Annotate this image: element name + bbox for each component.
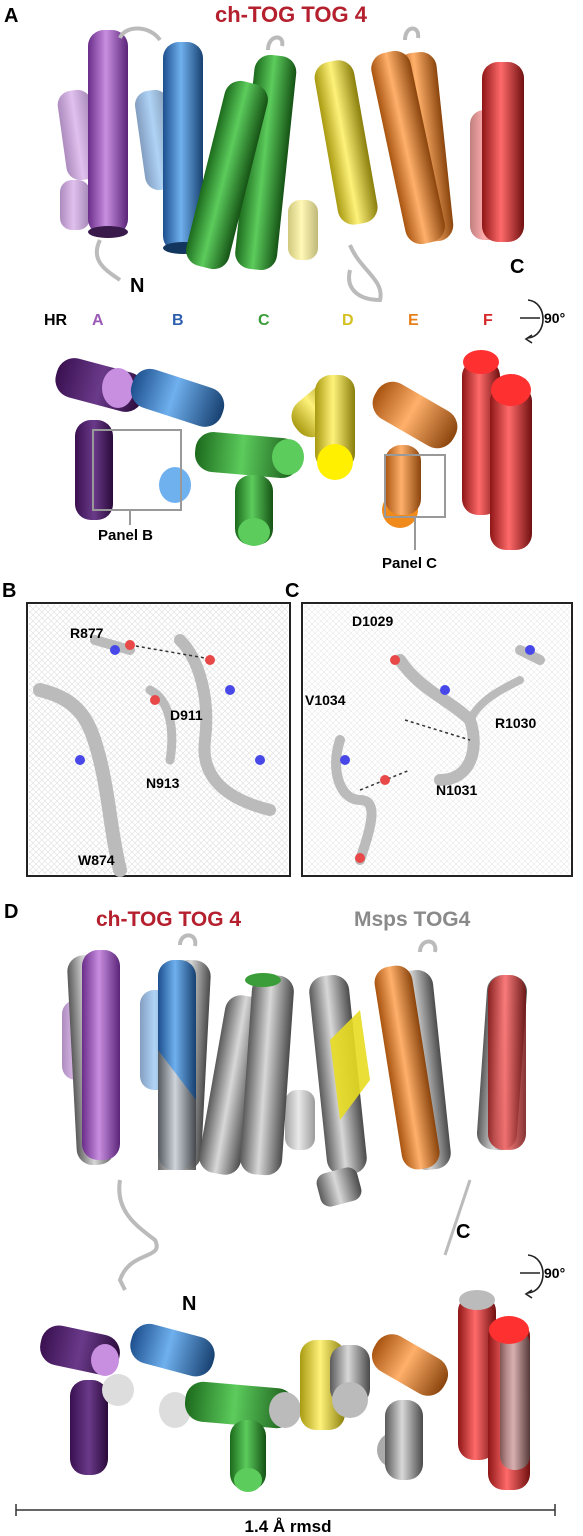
hr-label: HR: [44, 312, 68, 329]
panel-d-c-terminus: C: [456, 1221, 470, 1243]
residue-n913: N913: [146, 775, 180, 791]
panel-d-n-terminus: N: [182, 1293, 196, 1315]
panel-a-n-terminus: N: [130, 275, 144, 297]
rotate-90-icon-d: [520, 1254, 544, 1299]
rmsd-label: 1.4 Å rmsd: [245, 1517, 332, 1536]
panel-d-helices-top-view: [40, 1290, 530, 1492]
hr-c: C: [258, 312, 270, 329]
panel-d-rotation-label: 90°: [544, 1265, 565, 1281]
residue-r1030: R1030: [495, 715, 536, 731]
panel-d-title-right: Msps TOG4: [354, 908, 471, 931]
hr-e: E: [408, 312, 419, 329]
panel-c-letter: C: [285, 580, 299, 602]
panel-a-helices-top-view: [55, 350, 532, 550]
residue-v1034: V1034: [305, 692, 346, 708]
hr-a: A: [92, 312, 104, 329]
panel-d-letter: D: [4, 901, 18, 923]
residue-w874: W874: [78, 852, 115, 868]
panel-b-callout: Panel B: [98, 527, 153, 544]
panel-c-density-map: [301, 602, 573, 877]
panel-a-rotation-label: 90°: [544, 310, 565, 326]
hr-b: B: [172, 312, 184, 329]
residue-n1031: N1031: [436, 782, 477, 798]
residue-d911: D911: [170, 707, 203, 723]
panel-a-c-terminus: C: [510, 256, 524, 278]
panel-a-helices-front: [57, 26, 524, 303]
hr-d: D: [342, 312, 354, 329]
hr-f: F: [483, 312, 493, 329]
rmsd-scale-bar: [15, 1504, 556, 1516]
rotate-90-icon: [520, 299, 544, 344]
panel-d-helices-superposition: [62, 933, 527, 1291]
panel-d-title-left: ch-TOG TOG 4: [96, 908, 241, 931]
residue-d1029: D1029: [352, 613, 393, 629]
residue-r877: R877: [70, 625, 104, 641]
panel-c-callout: Panel C: [382, 555, 437, 572]
panel-a-letter: A: [4, 5, 18, 27]
panel-b-letter: B: [2, 580, 16, 602]
panel-b-density-map: [26, 602, 291, 877]
panel-a-title: ch-TOG TOG 4: [215, 2, 368, 27]
panel-b-box: [92, 429, 182, 511]
